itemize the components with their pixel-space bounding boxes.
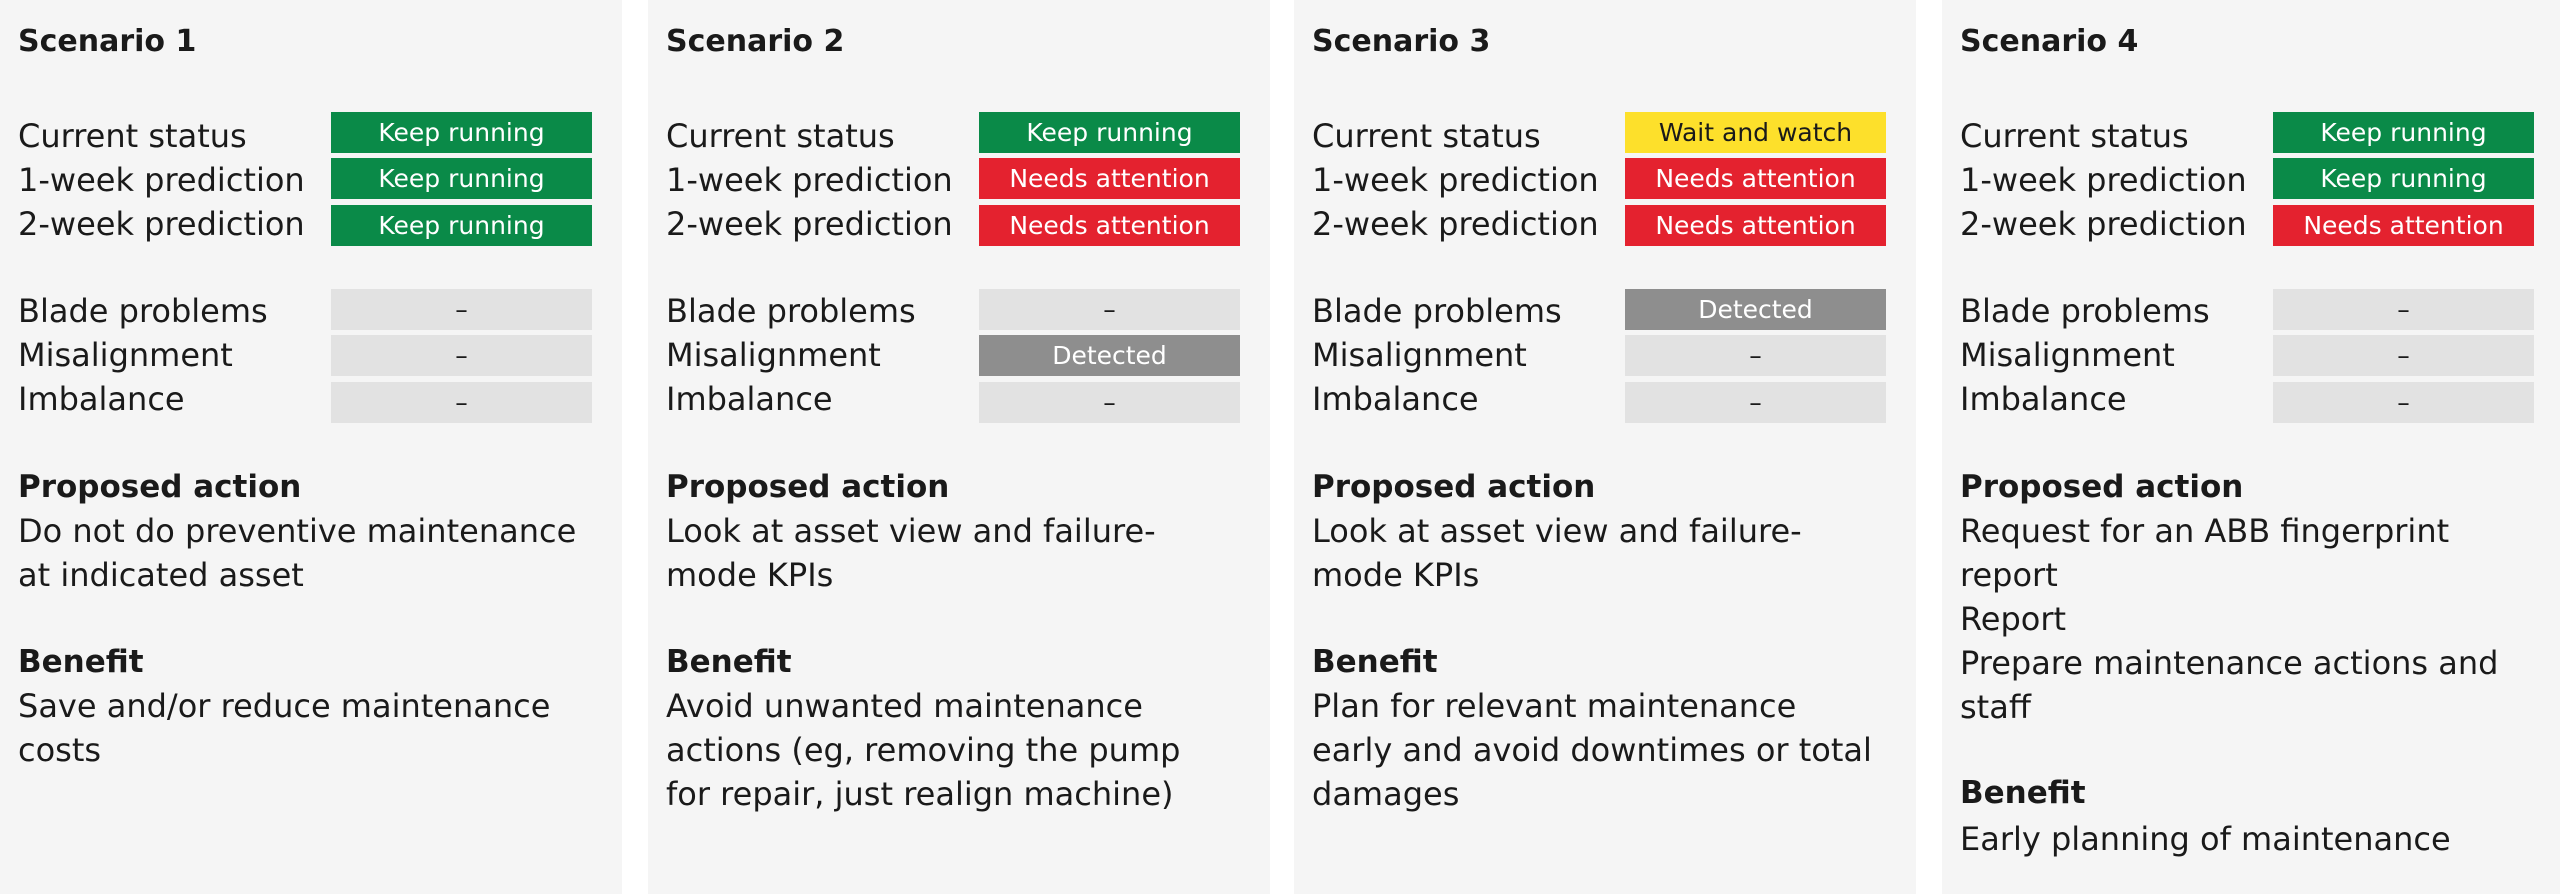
week2-prediction-badge: Needs attention	[979, 205, 1240, 246]
benefit-heading: Benefit	[1960, 775, 2086, 811]
proposed-action-line: Do not do preventive maintenance	[18, 512, 577, 550]
week1-prediction-badge: Needs attention	[1625, 158, 1886, 199]
current-status-label: Current status	[18, 117, 247, 155]
week1-prediction-badge: Keep running	[2273, 158, 2534, 199]
blade-problems-badge: –	[2273, 289, 2534, 330]
current-status-label: Current status	[1960, 117, 2189, 155]
week2-prediction-label: 2-week prediction	[666, 205, 953, 243]
benefit-line: Avoid unwanted maintenance	[666, 687, 1143, 725]
imbalance-badge: –	[2273, 382, 2534, 423]
proposed-action-line: staff	[1960, 688, 2031, 726]
week1-prediction-badge: Keep running	[331, 158, 592, 199]
blade-problems-label: Blade problems	[1960, 292, 2210, 330]
benefit-heading: Benefit	[1312, 644, 1438, 680]
week2-prediction-badge: Needs attention	[1625, 205, 1886, 246]
scenario-panel-3: Scenario 3 Current status Wait and watch…	[1294, 0, 1916, 894]
benefit-line: costs	[18, 731, 102, 769]
current-status-badge: Keep running	[331, 112, 592, 153]
week2-prediction-label: 2-week prediction	[18, 205, 305, 243]
proposed-action-line: mode KPIs	[1312, 556, 1480, 594]
proposed-action-line: Look at asset view and failure-	[1312, 512, 1802, 550]
week2-prediction-badge: Keep running	[331, 205, 592, 246]
imbalance-badge: –	[1625, 382, 1886, 423]
benefit-line: Plan for relevant maintenance	[1312, 687, 1797, 725]
week1-prediction-label: 1-week prediction	[666, 161, 953, 199]
proposed-action-line: at indicated asset	[18, 556, 304, 594]
scenario-title: Scenario 3	[1312, 24, 1491, 59]
proposed-action-line: Request for an ABB fingerprint	[1960, 512, 2450, 550]
misalignment-label: Misalignment	[18, 336, 233, 374]
imbalance-label: Imbalance	[1960, 380, 2127, 418]
scenario-panel-1: Scenario 1 Current status Keep running 1…	[0, 0, 622, 894]
current-status-label: Current status	[666, 117, 895, 155]
misalignment-label: Misalignment	[1312, 336, 1527, 374]
benefit-line: for repair, just realign machine)	[666, 775, 1174, 813]
week1-prediction-label: 1-week prediction	[1960, 161, 2247, 199]
benefit-text: Plan for relevant maintenance early and …	[1312, 684, 1902, 816]
benefit-text: Early planning of maintenance	[1960, 817, 2550, 861]
misalignment-badge: –	[331, 335, 592, 376]
benefit-heading: Benefit	[666, 644, 792, 680]
proposed-action-line: mode KPIs	[666, 556, 834, 594]
misalignment-badge: –	[1625, 335, 1886, 376]
proposed-action-text: Do not do preventive maintenance at indi…	[18, 509, 608, 597]
benefit-line: damages	[1312, 775, 1460, 813]
imbalance-badge: –	[331, 382, 592, 423]
benefit-heading: Benefit	[18, 644, 144, 680]
benefit-line: Early planning of maintenance	[1960, 820, 2451, 858]
misalignment-badge: Detected	[979, 335, 1240, 376]
current-status-badge: Wait and watch	[1625, 112, 1886, 153]
current-status-badge: Keep running	[979, 112, 1240, 153]
proposed-action-text: Request for an ABB fingerprint report Re…	[1960, 509, 2550, 729]
proposed-action-heading: Proposed action	[18, 469, 302, 505]
week1-prediction-badge: Needs attention	[979, 158, 1240, 199]
scenario-title: Scenario 4	[1960, 24, 2139, 59]
blade-problems-badge: Detected	[1625, 289, 1886, 330]
imbalance-label: Imbalance	[1312, 380, 1479, 418]
proposed-action-line: Prepare maintenance actions and	[1960, 644, 2499, 682]
blade-problems-label: Blade problems	[1312, 292, 1562, 330]
scenario-title: Scenario 1	[18, 24, 197, 59]
benefit-line: actions (eg, removing the pump	[666, 731, 1181, 769]
scenario-panel-4: Scenario 4 Current status Keep running 1…	[1942, 0, 2560, 894]
misalignment-label: Misalignment	[666, 336, 881, 374]
blade-problems-badge: –	[331, 289, 592, 330]
proposed-action-heading: Proposed action	[666, 469, 950, 505]
proposed-action-text: Look at asset view and failure- mode KPI…	[666, 509, 1256, 597]
benefit-line: Save and/or reduce maintenance	[18, 687, 551, 725]
blade-problems-badge: –	[979, 289, 1240, 330]
proposed-action-line: Look at asset view and failure-	[666, 512, 1156, 550]
week1-prediction-label: 1-week prediction	[1312, 161, 1599, 199]
week1-prediction-label: 1-week prediction	[18, 161, 305, 199]
blade-problems-label: Blade problems	[666, 292, 916, 330]
week2-prediction-label: 2-week prediction	[1312, 205, 1599, 243]
imbalance-badge: –	[979, 382, 1240, 423]
misalignment-label: Misalignment	[1960, 336, 2175, 374]
current-status-label: Current status	[1312, 117, 1541, 155]
benefit-line: early and avoid downtimes or total	[1312, 731, 1872, 769]
scenario-title: Scenario 2	[666, 24, 845, 59]
proposed-action-heading: Proposed action	[1312, 469, 1596, 505]
imbalance-label: Imbalance	[666, 380, 833, 418]
scenario-panel-2: Scenario 2 Current status Keep running 1…	[648, 0, 1270, 894]
week2-prediction-badge: Needs attention	[2273, 205, 2534, 246]
proposed-action-text: Look at asset view and failure- mode KPI…	[1312, 509, 1902, 597]
week2-prediction-label: 2-week prediction	[1960, 205, 2247, 243]
proposed-action-line: report	[1960, 556, 2058, 594]
current-status-badge: Keep running	[2273, 112, 2534, 153]
blade-problems-label: Blade problems	[18, 292, 268, 330]
imbalance-label: Imbalance	[18, 380, 185, 418]
proposed-action-line: Report	[1960, 600, 2067, 638]
misalignment-badge: –	[2273, 335, 2534, 376]
benefit-text: Avoid unwanted maintenance actions (eg, …	[666, 684, 1256, 816]
proposed-action-heading: Proposed action	[1960, 469, 2244, 505]
benefit-text: Save and/or reduce maintenance costs	[18, 684, 608, 772]
